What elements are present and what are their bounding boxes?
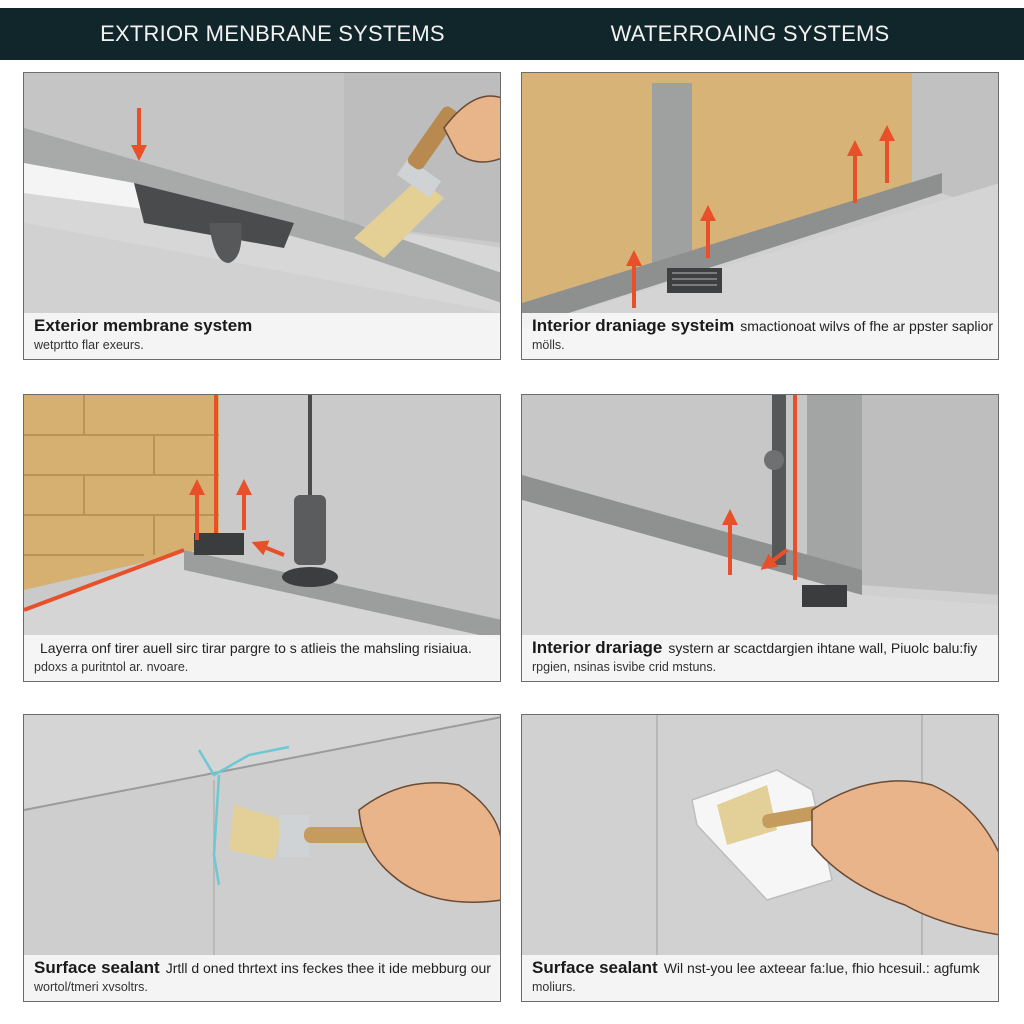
drain-grate-icon [802,585,847,607]
panel-desc-line2: pdoxs a puritntol ar. nvoare. [34,660,189,674]
hand-icon [443,95,500,163]
panel-interior-drainage-2: Interior drariage systern ar scactdargien… [521,394,999,682]
panel-interior-drainage-1: Interior draniage systeim smactionoat wil… [521,72,999,360]
panel-surface-sealant-1: Surface sealant Jrtll d oned thrtext ins … [23,714,501,1002]
drain-grate-icon [194,533,244,555]
panel-caption: Layerra onf tirer auell sirc tirar pargr… [24,635,500,681]
up-arrow-icon [722,509,789,575]
hand-icon [811,780,998,936]
panel-caption: Interior drariage systern ar scactdargien… [522,635,998,681]
header-bar: EXTRIOR MENBRANE SYSTEMS WATERROAING SYS… [0,8,1024,60]
panel-desc-line2: mölls. [532,338,565,352]
panel-desc-line2: wetprtto flar exeurs. [34,338,144,352]
up-arrow-icon [626,125,895,308]
panel-desc-line2: moliurs. [532,980,576,994]
panel-title: Interior drariage [532,638,663,657]
hand-icon [358,782,500,903]
panel-title: Surface sealant [532,958,658,977]
paintbrush-icon [717,785,822,845]
panel-exterior-membrane: Exterior membrane system wetprtto flar e… [23,72,501,360]
drain-pipe-icon [764,395,786,565]
panel-caption: Surface sealant Wil nst-you lee axteear f… [522,955,998,1001]
panel-caption: Surface sealant Jrtll d oned thrtext ins … [24,955,500,1001]
surface-sealant-crack-illustration [24,715,500,1001]
drain-grate-icon [667,268,722,293]
surface-sealant-wall-illustration [522,715,998,1001]
panel-surface-sealant-2: Surface sealant Wil nst-you lee axteear f… [521,714,999,1002]
panel-title: Interior draniage systeim [532,316,735,335]
panel-desc-line1: systern ar scactdargien ihtane wall, Piu… [668,640,978,656]
drain-pipe-icon [282,395,338,587]
exterior-membrane-illustration [24,73,500,359]
paintbrush-icon [354,106,459,258]
panel-desc-line1: smactionoat wilvs of fhe ar ppster sapli… [740,318,994,334]
brick-drainage-illustration [24,395,500,681]
panel-desc-line2: wortol/tmeri xvsoltrs. [34,980,148,994]
panel-desc-line2: rpgien, nsinas isvibe crid mstuns. [532,660,717,674]
panel-caption: Exterior membrane system wetprtto flar e… [24,313,500,359]
panel-desc-line1: Layerra onf tirer auell sirc tirar pargr… [40,640,472,656]
up-arrow-icon [189,479,285,557]
panel-caption: Interior draniage systeim smactionoat wil… [522,313,998,359]
panel-title: Exterior membrane system [34,316,253,335]
header-title-right: WATERROAING SYSTEMS [610,21,890,46]
panel-brick-drainage: Layerra onf tirer auell sirc tirar pargr… [23,394,501,682]
panel-title: Surface sealant [34,958,160,977]
panel-desc-line1: Jrtll d oned thrtext ins feckes thee it … [165,960,491,976]
panel-desc-line1: Wil nst-you lee axteear fa:lue, fhio hce… [663,960,980,976]
header-title-left: EXTRIOR MENBRANE SYSTEMS [100,21,445,46]
